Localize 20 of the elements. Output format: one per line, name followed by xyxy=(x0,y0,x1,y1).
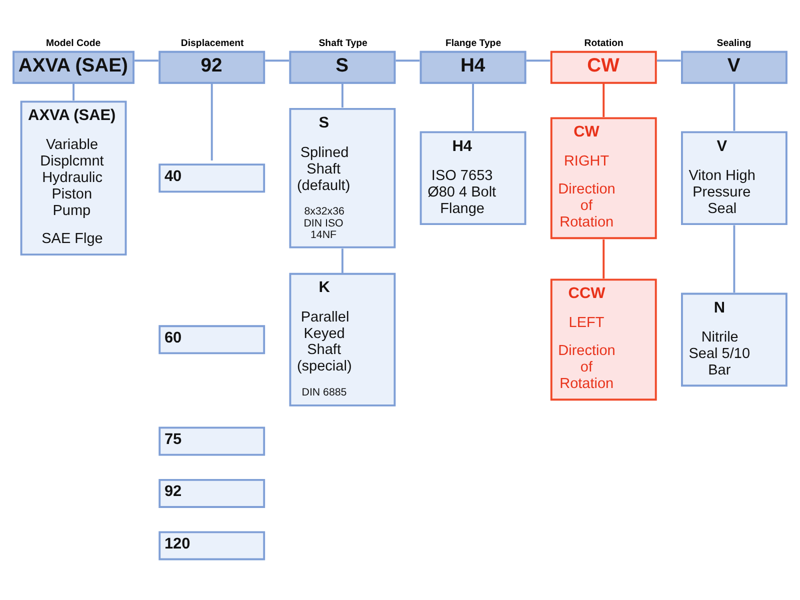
connector xyxy=(733,83,736,130)
connector xyxy=(341,248,344,272)
connector xyxy=(396,59,420,62)
connector xyxy=(210,83,213,160)
connector xyxy=(602,83,605,116)
connector xyxy=(656,59,681,62)
connector xyxy=(472,83,474,130)
node-label: Displacement xyxy=(180,38,244,49)
connector xyxy=(526,59,550,62)
node-label: Flange Type xyxy=(445,38,502,49)
node-label: Rotation xyxy=(584,38,624,49)
connector xyxy=(265,59,289,62)
node-label: Sealing xyxy=(716,38,752,49)
connector xyxy=(341,83,344,108)
connector xyxy=(134,59,158,62)
node-label: Shaft Type xyxy=(318,38,368,49)
connector xyxy=(733,224,736,292)
node-label: Model Code xyxy=(46,38,101,49)
connector xyxy=(602,238,605,278)
connector xyxy=(72,83,74,100)
